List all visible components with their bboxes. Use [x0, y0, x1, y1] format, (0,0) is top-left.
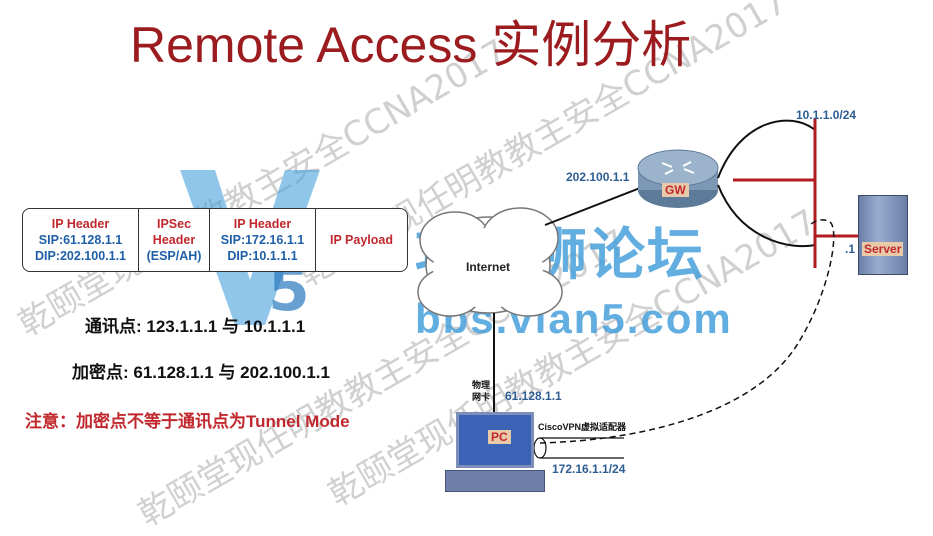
comm-points: 通讯点: 123.1.1.1 与 10.1.1.1	[85, 317, 306, 336]
crypto-points: 加密点: 61.128.1.1 与 202.100.1.1	[72, 363, 330, 382]
packet-structure: IP Header SIP:61.128.1.1 DIP:202.100.1.1…	[22, 208, 408, 272]
ipsec-line3: (ESP/AH)	[146, 249, 202, 263]
pc-base-icon	[445, 470, 545, 492]
gw-label: GW	[662, 183, 689, 197]
gw-ip: 202.100.1.1	[566, 170, 630, 184]
link-internet-gw	[544, 187, 641, 226]
phys-nic-line1: 物理	[472, 380, 491, 390]
ipsec-line1: IPSec	[156, 217, 192, 231]
inner-ip-header: IP Header SIP:172.16.1.1 DIP:10.1.1.1	[210, 209, 316, 271]
pc-physical-ip: 61.128.1.1	[505, 389, 562, 403]
link-gw-lan-top	[717, 119, 816, 179]
pc-label: PC	[488, 430, 511, 444]
ipsec-line2: Header	[152, 233, 196, 247]
outer-ip-header: IP Header SIP:61.128.1.1 DIP:202.100.1.1	[23, 209, 139, 271]
outer-ip-header-title: IP Header	[51, 217, 110, 231]
inner-sip: SIP:172.16.1.1	[220, 233, 305, 247]
vpn-ip: 172.16.1.1/24	[552, 462, 626, 476]
lan-subnet: 10.1.1.0/24	[796, 108, 857, 122]
internet-cloud	[417, 207, 563, 317]
ipsec-header: IPSec Header (ESP/AH)	[139, 209, 210, 271]
page-title: Remote Access 实例分析	[130, 17, 692, 73]
internet-label: Internet	[466, 260, 511, 274]
outer-sip: SIP:61.128.1.1	[38, 233, 123, 247]
vpn-tunnel	[539, 219, 835, 444]
ip-payload: IP Payload	[316, 209, 407, 271]
tunnel-mode-note: 注意：加密点不等于通讯点为Tunnel Mode	[25, 412, 350, 431]
server-label: Server	[862, 242, 904, 256]
server-icon	[858, 195, 908, 275]
inner-dip: DIP:10.1.1.1	[227, 249, 298, 263]
link-gw-lan-bottom	[717, 184, 816, 248]
ip-payload-label: IP Payload	[330, 233, 393, 247]
inner-ip-header-title: IP Header	[233, 217, 292, 231]
outer-dip: DIP:202.100.1.1	[34, 249, 127, 263]
vpn-adapter-label: CiscoVPN虚拟适配器	[538, 422, 627, 432]
gw-router-icon	[637, 149, 719, 208]
server-host-suffix: .1	[845, 242, 856, 256]
phys-nic-line2: 网卡	[472, 392, 491, 402]
